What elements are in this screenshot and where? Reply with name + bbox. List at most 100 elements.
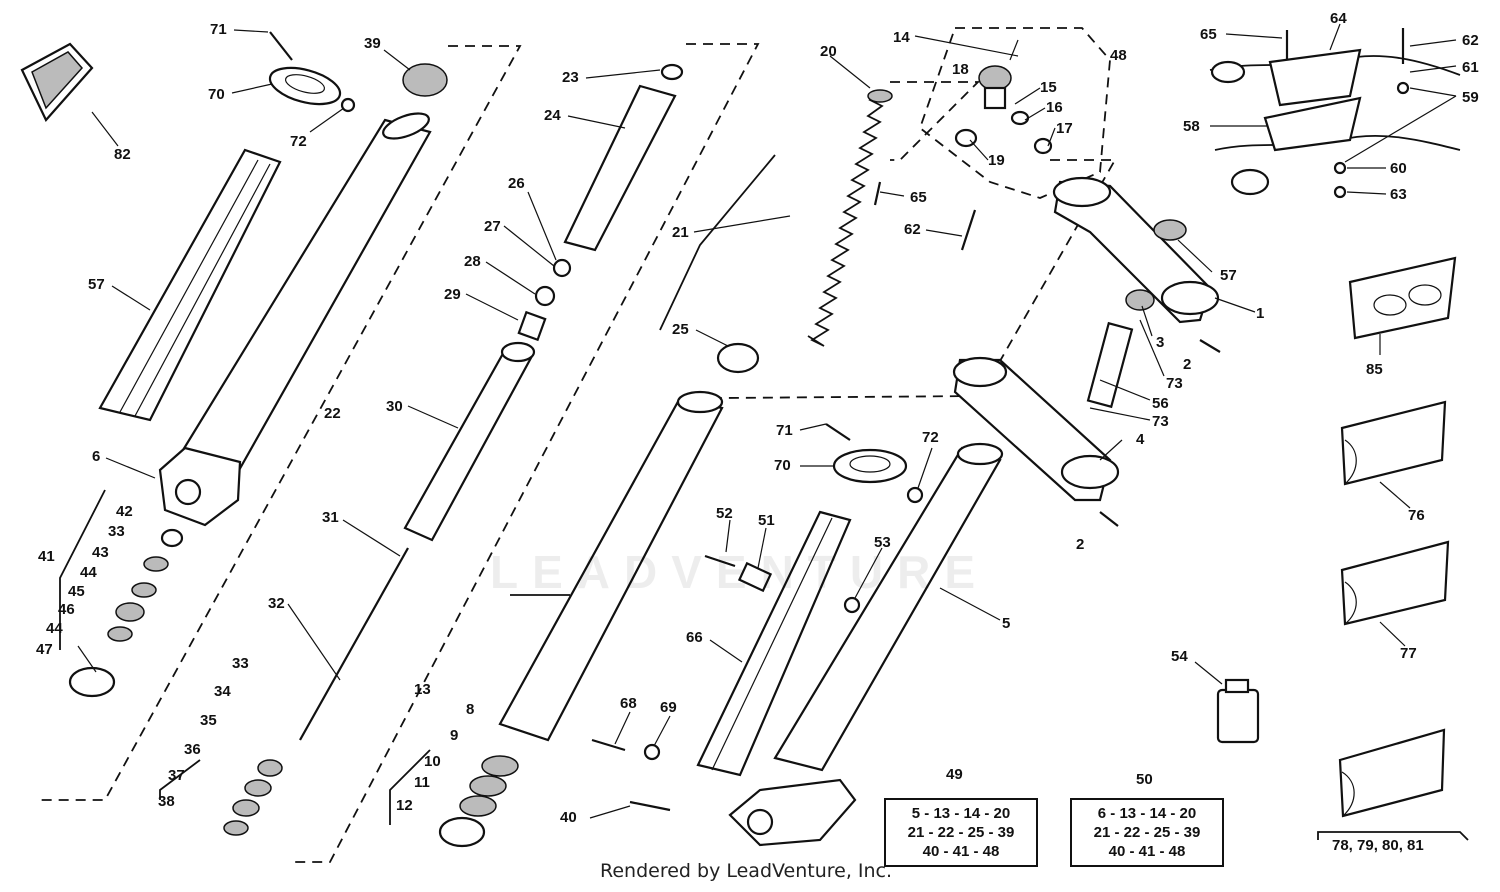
part-2-bolt-lower [1099, 511, 1119, 527]
part-68-bolt [591, 738, 626, 752]
callout-19: 19 [988, 152, 1005, 169]
part-53 [843, 596, 861, 614]
callout-58: 58 [1183, 118, 1200, 135]
callout-25: 25 [672, 321, 689, 338]
callout-5: 5 [1002, 615, 1011, 632]
part-57-triple-clamp [1052, 176, 1220, 324]
callout-12: 12 [396, 797, 413, 814]
bracket-22 [40, 45, 522, 801]
callout-70: 70 [208, 86, 225, 103]
callout-61: 61 [1462, 59, 1479, 76]
callout-20: 20 [820, 43, 837, 60]
callout-36: 36 [184, 741, 201, 758]
part-78-81-decal [1317, 728, 1469, 841]
callout-9: 9 [450, 727, 459, 744]
part-28 [534, 285, 556, 307]
part-42-47-stack [68, 528, 184, 698]
callout-40: 40 [560, 809, 577, 826]
bracket-13 [290, 43, 760, 863]
callout-70-middle: 70 [774, 457, 791, 474]
part-70-clamp [268, 31, 356, 113]
kit-50-box: 6 - 13 - 14 - 20 21 - 22 - 25 - 39 40 - … [1070, 798, 1224, 867]
callout-72-middle: 72 [922, 429, 939, 446]
part-65-bolt [873, 181, 882, 206]
callout-1: 1 [1256, 305, 1265, 322]
callout-78-81: 78, 79, 80, 81 [1332, 837, 1424, 854]
callout-35: 35 [200, 712, 217, 729]
bracket-41 [59, 489, 106, 650]
callout-59: 59 [1462, 89, 1479, 106]
part-67-fork-guard [98, 148, 282, 422]
bracket-38 [159, 759, 201, 800]
callout-73-lower: 73 [1152, 413, 1169, 430]
part-77-decal [1340, 540, 1450, 626]
part-85-decal [1348, 256, 1457, 340]
callout-18: 18 [952, 61, 969, 78]
callout-62-middle: 62 [904, 221, 921, 238]
callout-63: 63 [1390, 186, 1407, 203]
callout-4: 4 [1136, 431, 1145, 448]
callout-52: 52 [716, 505, 733, 522]
callout-57: 57 [1220, 267, 1237, 284]
part-33-38-stack [223, 759, 283, 836]
callout-2: 2 [1183, 356, 1192, 373]
part-52-bolt [704, 554, 736, 568]
part-70-clamp-middle [825, 423, 924, 504]
part-62-bolt [960, 209, 977, 251]
kit-49-box: 5 - 13 - 14 - 20 21 - 22 - 25 - 39 40 - … [884, 798, 1038, 867]
kit-49-line1: 5 - 13 - 14 - 20 [911, 805, 1011, 822]
callout-34: 34 [214, 683, 231, 700]
part-56-lower-clamp [952, 289, 1155, 502]
callout-15: 15 [1040, 79, 1057, 96]
callout-41: 41 [38, 548, 55, 565]
part-66-fork-guard [696, 510, 852, 777]
callout-17: 17 [1056, 120, 1073, 137]
callout-62: 62 [1462, 32, 1479, 49]
callout-71: 71 [210, 21, 227, 38]
callout-28: 28 [464, 253, 481, 270]
callout-50: 50 [1136, 771, 1153, 788]
part-24-damper-tube [563, 63, 684, 252]
kit-50-line2: 21 - 22 - 25 - 39 [1093, 824, 1201, 841]
callout-64: 64 [1330, 10, 1347, 27]
part-82-pad [20, 42, 94, 122]
callout-24: 24 [544, 107, 561, 124]
callout-39: 39 [364, 35, 381, 52]
callout-44-lower: 44 [46, 620, 63, 637]
callout-46: 46 [58, 601, 75, 618]
callout-30: 30 [386, 398, 403, 415]
kit-50-line1: 6 - 13 - 14 - 20 [1097, 805, 1197, 822]
callout-43: 43 [92, 544, 109, 561]
part-2-bolt [1199, 339, 1221, 353]
kit-49-line3: 40 - 41 - 48 [922, 843, 1000, 860]
callout-54: 54 [1171, 648, 1188, 665]
part-54-oil-bottle [1216, 678, 1260, 744]
callout-26: 26 [508, 175, 525, 192]
callout-69: 69 [660, 699, 677, 716]
callout-2-lower: 2 [1076, 536, 1085, 553]
part-25 [716, 342, 760, 374]
callout-68: 68 [620, 695, 637, 712]
callout-3: 3 [1156, 334, 1165, 351]
kit-50-line3: 40 - 41 - 48 [1108, 843, 1186, 860]
part-18-cap [954, 65, 1053, 155]
part-69 [643, 743, 661, 761]
callout-6: 6 [92, 448, 101, 465]
bracket-spring [719, 159, 1117, 399]
callout-38: 38 [158, 793, 175, 810]
callout-13: 13 [414, 681, 431, 698]
callout-65: 65 [1200, 26, 1217, 43]
callout-37: 37 [168, 767, 185, 784]
callout-47: 47 [36, 641, 53, 658]
part-29 [517, 310, 547, 342]
callout-77: 77 [1400, 645, 1417, 662]
part-40-bolt [629, 800, 671, 812]
callout-33-left: 33 [108, 523, 125, 540]
callout-51: 51 [758, 512, 775, 529]
part-26 [552, 258, 572, 278]
part-5-outer-tube [728, 442, 1004, 847]
part-8-12-stack [438, 755, 519, 848]
watermark: LEADVENTURE [490, 546, 990, 598]
part-13-inner-tube [498, 390, 724, 742]
